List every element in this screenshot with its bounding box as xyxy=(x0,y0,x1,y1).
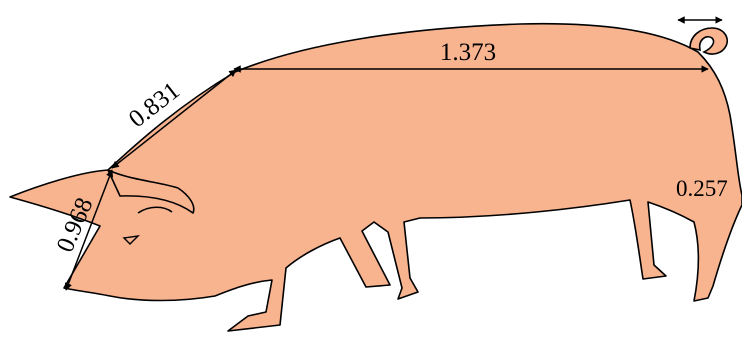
tail-width-label: 0.257 xyxy=(676,176,728,201)
pig-silhouette xyxy=(10,24,742,331)
back-length-label: 1.373 xyxy=(440,39,496,66)
